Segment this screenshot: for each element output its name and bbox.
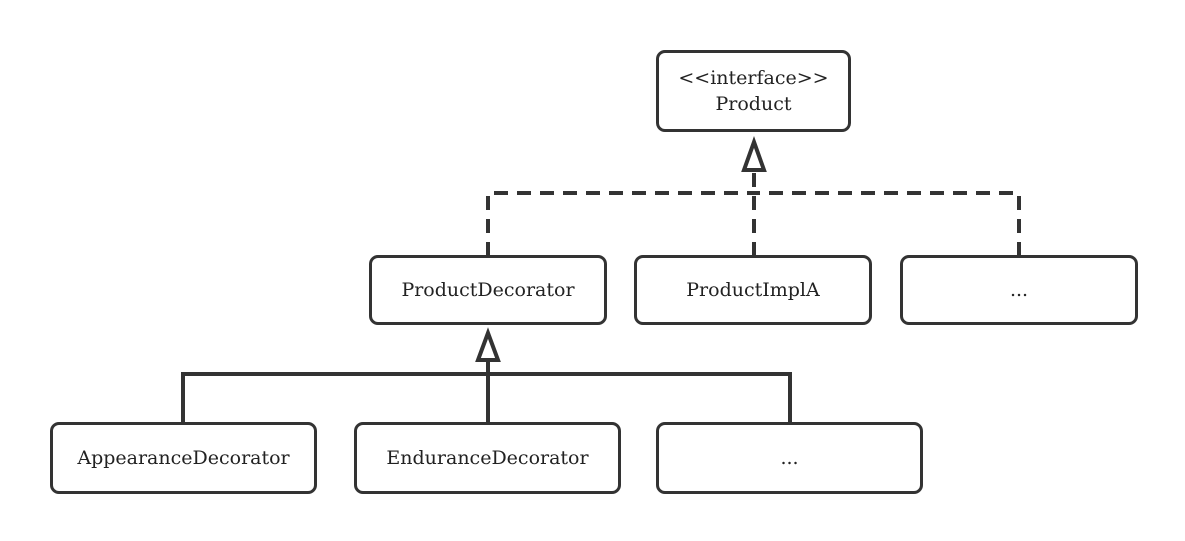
product-stereotype: <<interface>> <box>678 67 829 89</box>
decorator-other-box[interactable]: ... <box>656 422 923 494</box>
product-decorator-box[interactable]: ProductDecorator <box>369 255 607 325</box>
product-label: Product <box>715 93 792 115</box>
product-decorator-label: ProductDecorator <box>401 279 575 301</box>
decorator-other-label: ... <box>780 447 799 469</box>
product-other-label: ... <box>1009 279 1029 301</box>
realization-edge-product-other <box>754 191 1021 256</box>
product-interface-box[interactable]: <<interface>> Product <box>656 50 851 132</box>
appearance-decorator-box[interactable]: AppearanceDecorator <box>50 422 317 494</box>
realization-connectors <box>486 172 1021 256</box>
product-impl-a-box[interactable]: ProductImplA <box>634 255 872 325</box>
product-impl-a-label: ProductImplA <box>686 279 820 301</box>
appearance-decorator-label: AppearanceDecorator <box>77 447 290 469</box>
realization-edge-product-decorator <box>486 191 754 256</box>
generalization-edge-decorator-other <box>488 372 792 423</box>
endurance-decorator-box[interactable]: EnduranceDecorator <box>354 422 621 494</box>
endurance-decorator-label: EnduranceDecorator <box>386 447 589 469</box>
product-other-box[interactable]: ... <box>900 255 1138 325</box>
generalization-arrowhead <box>475 327 501 362</box>
generalization-connectors <box>181 362 792 423</box>
realization-arrowhead <box>741 136 767 172</box>
generalization-edge-appearance-decorator <box>181 372 488 423</box>
